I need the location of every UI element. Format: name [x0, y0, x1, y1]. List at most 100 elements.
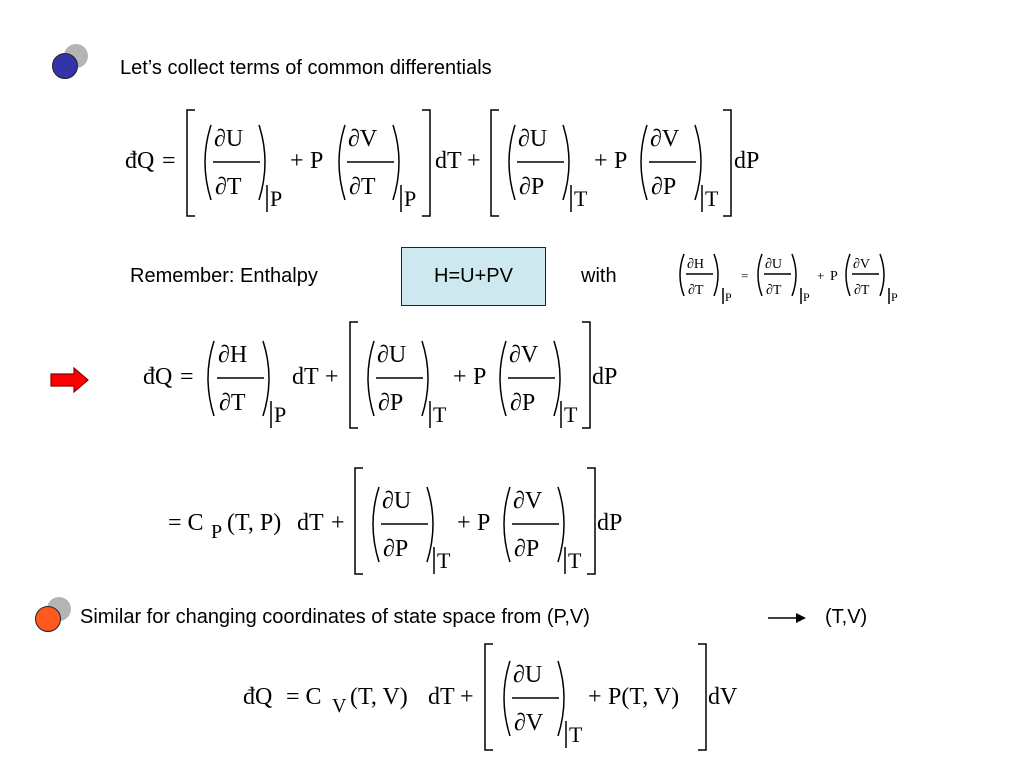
rel-paren-open — [679, 253, 685, 297]
eq3-numerator-dV: ∂V — [513, 488, 543, 514]
circle-bullet-icon — [52, 53, 78, 79]
eq1-left-bracket-2 — [490, 109, 499, 217]
eq2-paren-open — [367, 340, 375, 417]
eq1-paren-open — [508, 124, 516, 201]
eq4-left-bracket — [484, 643, 493, 751]
eq1-paren-open — [640, 124, 648, 201]
eq3-numerator-dU: ∂U — [382, 488, 411, 514]
eq3-equals-C: = C — [168, 510, 204, 536]
eq1-subscript-T: T — [574, 186, 588, 211]
eq1-subscript-T: T — [705, 186, 719, 211]
eq2-subscript-P: P — [274, 402, 286, 427]
eq4-plus: + — [460, 684, 474, 710]
eq2-paren-close — [262, 340, 270, 417]
rel-numerator-dV: ∂V — [853, 257, 870, 272]
eq2-subscript-T: T — [433, 402, 447, 427]
eq2-right-bracket — [582, 321, 591, 429]
eq4-equals-C: = C — [286, 684, 322, 710]
enthalpy-definition-box: H=U+PV — [401, 247, 546, 306]
eq2-denominator-dT: ∂T — [219, 390, 246, 416]
heading-collect-terms: Let’s collect terms of common differenti… — [120, 57, 492, 79]
eq1-plus: + — [467, 148, 481, 174]
rel-subscript-P: P — [803, 290, 810, 304]
eq1-dT: dT — [435, 148, 462, 174]
eq1-paren-close — [562, 124, 570, 201]
rel-paren-close — [879, 253, 885, 297]
eq4-denominator-dV: ∂V — [514, 710, 544, 736]
eq3-plus: + — [331, 510, 345, 536]
eq1-P-coeff: P — [614, 148, 627, 174]
eq3-right-bracket — [587, 467, 596, 575]
eq3-subscript-T: T — [437, 548, 451, 573]
rel-denominator-dT: ∂T — [766, 283, 782, 298]
eq1-paren-close — [694, 124, 702, 201]
eq1-denominator-dP: ∂P — [651, 174, 676, 200]
eq4-dQ: đQ — [243, 684, 272, 710]
eq1-equals: = — [162, 148, 176, 174]
eq1-paren-close — [392, 124, 400, 201]
eq1-numerator-dV: ∂V — [650, 126, 680, 152]
eq3-left-bracket — [354, 467, 363, 575]
enthalpy-definition: H=U+PV — [434, 265, 513, 287]
eq3-denominator-dP: ∂P — [383, 536, 408, 562]
eq3-paren-close — [426, 486, 434, 563]
eq1-paren-open — [338, 124, 346, 201]
equation-2: đQ = ∂H ∂T P dT + ∂U ∂P T + P ∂V ∂P T dP — [143, 321, 617, 429]
eq2-paren-open — [499, 340, 507, 417]
eq1-subscript-P: P — [404, 186, 416, 211]
right-arrow-icon — [768, 613, 806, 623]
with-label: with — [581, 265, 617, 287]
eq2-equals: = — [180, 364, 194, 390]
eq1-right-bracket-2 — [723, 109, 732, 217]
eq2-paren-close — [421, 340, 429, 417]
eq2-subscript-T: T — [564, 402, 578, 427]
eq4-args-TV: (T, V) — [350, 684, 408, 710]
eq2-numerator-dH: ∂H — [218, 342, 247, 368]
eq3-denominator-dP: ∂P — [514, 536, 539, 562]
eq3-subscript-P: P — [211, 521, 222, 543]
eq4-dV: dV — [708, 684, 738, 710]
eq2-numerator-dU: ∂U — [377, 342, 406, 368]
eq3-paren-close — [557, 486, 565, 563]
rel-paren-open — [845, 253, 851, 297]
rel-subscript-P: P — [725, 290, 732, 304]
eq4-plus: + — [588, 684, 602, 710]
circle-bullet-icon — [35, 606, 61, 632]
rel-denominator-dT: ∂T — [854, 283, 870, 298]
rel-paren-close — [713, 253, 719, 297]
eq3-subscript-T: T — [568, 548, 582, 573]
eq4-subscript-V: V — [332, 695, 347, 717]
eq2-paren-close — [553, 340, 561, 417]
eq4-paren-open — [503, 660, 511, 737]
eq2-dT: dT — [292, 364, 319, 390]
eq1-plus: + — [290, 148, 304, 174]
eq2-numerator-dV: ∂V — [509, 342, 539, 368]
eq3-dP: dP — [597, 510, 622, 536]
eq1-dQ: đQ — [125, 148, 154, 174]
rel-equals: = — [741, 268, 748, 283]
eq3-paren-open — [372, 486, 380, 563]
eq2-paren-open — [207, 340, 215, 417]
equation-3: = C P (T, P) dT + ∂U ∂P T + P ∂V ∂P T dP — [168, 467, 622, 575]
equation-1: đQ = ∂U ∂T P + P ∂V ∂T P dT + ∂U ∂P T + … — [125, 109, 759, 217]
red-right-arrow-icon — [50, 366, 89, 394]
eq1-dP: dP — [734, 148, 759, 174]
eq1-numerator-dU: ∂U — [518, 126, 547, 152]
eq2-denominator-dP: ∂P — [510, 390, 535, 416]
eq4-paren-close — [557, 660, 565, 737]
equation-4: đQ = C V (T, V) dT + ∂U ∂V T + P(T, V) d… — [243, 643, 738, 751]
rel-subscript-P: P — [891, 290, 898, 304]
eq1-numerator-dU: ∂U — [214, 126, 243, 152]
eq4-dT: dT — [428, 684, 455, 710]
eq2-left-bracket — [349, 321, 358, 429]
eq2-plus: + — [453, 364, 467, 390]
eq1-denominator-dT: ∂T — [349, 174, 376, 200]
eq3-plus: + — [457, 510, 471, 536]
rel-denominator-dT: ∂T — [688, 283, 704, 298]
eq1-denominator-dP: ∂P — [519, 174, 544, 200]
eq1-right-bracket-1 — [422, 109, 431, 217]
rel-plus: + — [817, 268, 824, 283]
rel-P-coeff: P — [830, 269, 838, 284]
eq1-plus: + — [594, 148, 608, 174]
